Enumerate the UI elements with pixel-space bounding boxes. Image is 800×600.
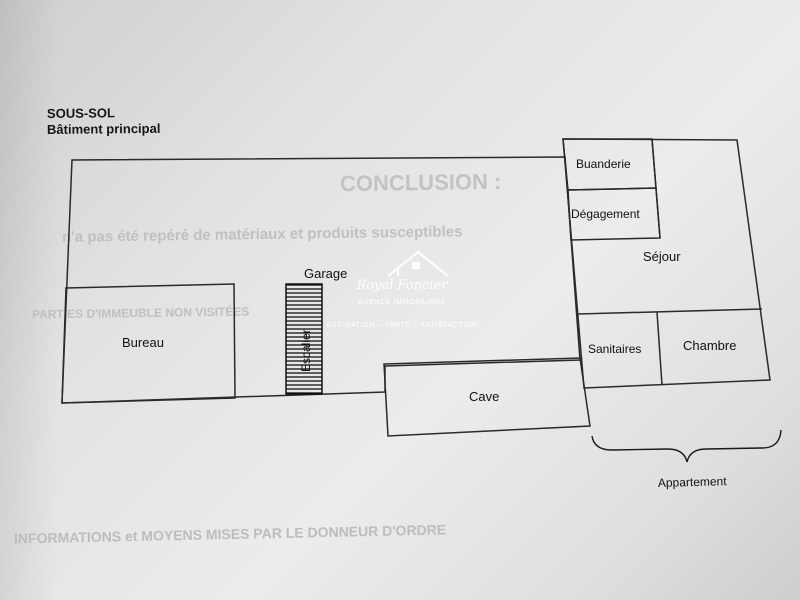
- house-logo-icon: [387, 250, 449, 277]
- agency-tagline: AGENCE IMMOBILIERE: [357, 299, 447, 306]
- bureau-label: Bureau: [122, 335, 164, 350]
- sanitaires-chambre-wall: [656, 311, 663, 386]
- agency-watermark: Royal Foncier AGENCE IMMOBILIERE ESTIMAT…: [322, 248, 482, 329]
- sejour-wall: [651, 138, 661, 239]
- staircase: [285, 283, 323, 395]
- appartement-brace: [591, 429, 782, 463]
- bureau-room: [61, 283, 236, 404]
- garage-label: Garage: [304, 266, 347, 281]
- cave-label: Cave: [469, 389, 499, 404]
- agency-name: Royal Foncier: [356, 278, 448, 293]
- appartement-label: Appartement: [658, 474, 728, 490]
- chambre-label: Chambre: [683, 338, 736, 353]
- cave-room: [383, 357, 591, 437]
- sanitaires-label: Sanitaires: [588, 342, 641, 356]
- buanderie-label: Buanderie: [576, 157, 631, 171]
- sejour-bottom-wall: [577, 308, 763, 315]
- degagement-label: Dégagement: [571, 207, 640, 221]
- sejour-label: Séjour: [643, 249, 681, 264]
- appartement-outline: [562, 138, 771, 389]
- agency-services: ESTIMATION – VENTE – SATISFACTION: [326, 322, 478, 329]
- house-window-icon: [412, 262, 420, 269]
- escalier-label: Escalier: [299, 329, 313, 372]
